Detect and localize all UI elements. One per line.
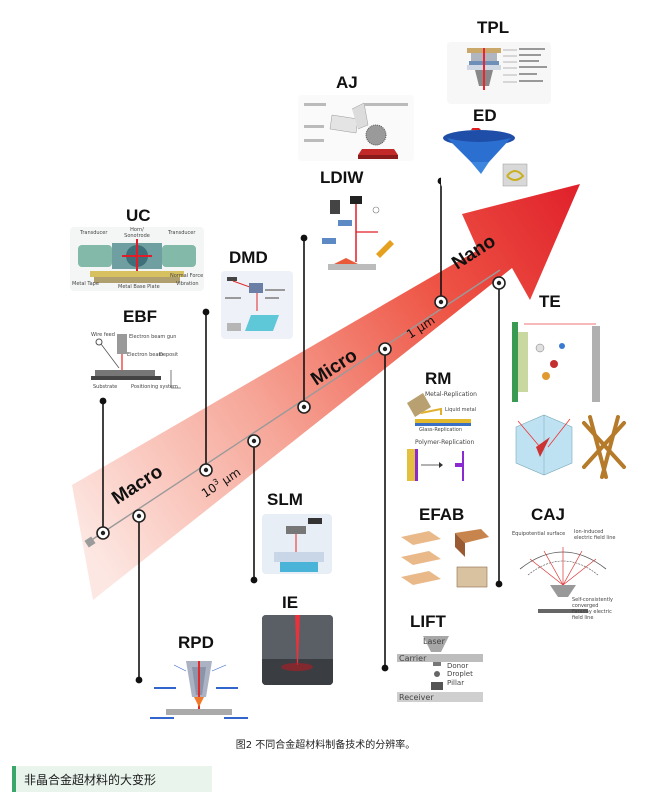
ebf-drawing bbox=[91, 334, 181, 389]
label-aj: AJ bbox=[336, 73, 358, 92]
uc-transducer-left: Transducer bbox=[80, 230, 108, 236]
label-ie: IE bbox=[282, 593, 299, 612]
rm-metal: Metal-Replication bbox=[425, 391, 477, 398]
lift-drawing bbox=[397, 636, 483, 702]
ebf-illustration: Electron beam gun Wire feed Electron bea… bbox=[87, 330, 183, 394]
rm-drawing bbox=[407, 393, 471, 481]
label-uc: UC bbox=[126, 206, 151, 225]
caj-surface: Equipotential surface bbox=[512, 531, 566, 537]
ebf-positioning: Positioning system bbox=[131, 384, 178, 390]
scale-arrow bbox=[72, 184, 580, 600]
tick-1000um-base: 10 bbox=[199, 480, 219, 500]
uc-drawing bbox=[78, 239, 196, 283]
label-efab: EFAB bbox=[419, 505, 465, 524]
efab-illustration bbox=[395, 527, 493, 593]
label-rpd: RPD bbox=[178, 633, 214, 652]
rpd-drawing bbox=[150, 661, 248, 719]
connector-lines bbox=[102, 181, 500, 680]
lift-pillar: Pillar bbox=[447, 679, 465, 687]
ie-illustration bbox=[262, 615, 333, 685]
label-lift: LIFT bbox=[410, 612, 446, 631]
dmd-illustration bbox=[221, 271, 293, 339]
rm-glass: Glass-Replication bbox=[419, 427, 463, 433]
axis-nodes bbox=[96, 276, 506, 540]
label-ldiw: LDIW bbox=[320, 168, 364, 187]
ed-drawing bbox=[443, 128, 528, 187]
ed-illustration bbox=[441, 128, 531, 188]
ebf-deposit: Deposit bbox=[159, 352, 179, 358]
label-ebf: EBF bbox=[123, 307, 157, 326]
caj-drawing bbox=[519, 547, 607, 613]
dmd-drawing bbox=[225, 277, 285, 331]
figure-caption: 图2 不同合金超材料制备技术的分辨率。 bbox=[235, 740, 416, 751]
aj-drawing bbox=[304, 102, 408, 159]
ldiw-drawing bbox=[322, 196, 394, 270]
ebf-beam: Electron beam bbox=[127, 352, 164, 358]
lift-laser: Laser bbox=[423, 637, 445, 646]
te-scaffold-illustration bbox=[510, 407, 630, 483]
te-scaffold-drawing bbox=[515, 414, 626, 479]
uc-transducer-right: Transducer bbox=[168, 230, 196, 236]
rm-polymer: Polymer-Replication bbox=[415, 439, 475, 446]
lift-carrier: Carrier bbox=[399, 654, 427, 663]
label-slm: SLM bbox=[267, 490, 303, 509]
lift-droplet: Droplet bbox=[447, 670, 473, 678]
label-te: TE bbox=[539, 292, 561, 311]
tick-1000um-exp: 3 bbox=[211, 477, 220, 487]
uc-illustration: Transducer Horn/ Sonotrode Transducer No… bbox=[70, 227, 204, 291]
ebf-gun: Electron beam gun bbox=[129, 334, 177, 340]
uc-metal-base: Metal Base Plate bbox=[118, 284, 160, 290]
ebf-substrate: Substrate bbox=[93, 384, 118, 390]
caj-ion: Ion-induced electric field line bbox=[574, 529, 616, 541]
rpd-illustration bbox=[146, 657, 252, 725]
label-ed: ED bbox=[473, 106, 497, 125]
label-dmd: DMD bbox=[229, 248, 268, 267]
label-tpl: TPL bbox=[477, 18, 510, 37]
ebf-wire: Wire feed bbox=[91, 332, 115, 338]
ie-drawing bbox=[262, 615, 333, 685]
figure-canvas: Macro Micro Nano 103 μm 1 μm bbox=[72, 177, 580, 684]
section-heading-text: 非晶合金超材料的大变形 bbox=[24, 773, 157, 787]
slm-drawing bbox=[274, 518, 324, 572]
caj-self: Self-consistently converged Faraday elec… bbox=[572, 597, 614, 621]
uc-vibration: Vibration bbox=[176, 281, 199, 287]
label-rm: RM bbox=[425, 369, 452, 388]
uc-horn: Horn/ Sonotrode bbox=[124, 227, 150, 239]
rm-illustration: Metal-Replication Liquid metal Glass-Rep… bbox=[401, 389, 483, 491]
lift-illustration: Laser Carrier Donor Droplet Pillar Recei… bbox=[397, 636, 483, 706]
lift-receiver: Receiver bbox=[399, 693, 434, 702]
rm-liquid: Liquid metal bbox=[445, 407, 477, 413]
tpl-illustration bbox=[447, 42, 551, 104]
lift-donor: Donor bbox=[447, 662, 469, 670]
te-drawing bbox=[512, 322, 600, 402]
uc-metal-tape: Metal Tape bbox=[72, 281, 99, 287]
slm-illustration bbox=[262, 514, 332, 574]
axis-start-marker bbox=[84, 536, 96, 548]
efab-drawing bbox=[401, 529, 489, 588]
uc-normal-force: Normal Force bbox=[170, 273, 204, 279]
label-caj: CAJ bbox=[531, 505, 566, 524]
connector-end-dots bbox=[99, 177, 503, 684]
resolution-figure: Macro Micro Nano 103 μm 1 μm bbox=[72, 177, 580, 684]
scale-axis bbox=[89, 269, 501, 542]
ldiw-illustration bbox=[316, 192, 400, 284]
tick-1000um-label: 103 μm bbox=[198, 464, 243, 500]
aj-illustration bbox=[298, 95, 414, 161]
caj-illustration: Equipotential surface Ion-induced electr… bbox=[510, 529, 616, 623]
section-heading: 非晶合金超材料的大变形 bbox=[12, 766, 212, 792]
tpl-drawing bbox=[467, 48, 547, 90]
te-illustration bbox=[510, 318, 604, 406]
